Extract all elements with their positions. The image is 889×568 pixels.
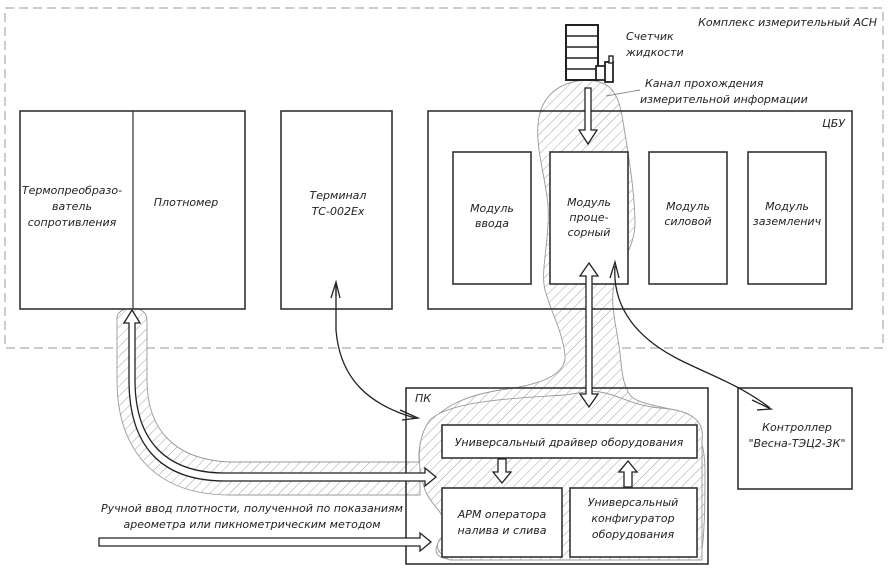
arrow-pc-to-densitometer [122,308,438,488]
arrow-configurator-to-driver [617,459,639,488]
module-power-label-2: силовой [664,215,711,228]
module-ground-label-1: Модуль [765,200,809,213]
controller-block [737,387,853,490]
thermo-label-3: сопротивления [28,216,117,229]
module-ground-label-2: заземленич [753,215,822,228]
channel-leader-line [605,89,641,97]
arm-block [441,487,563,558]
cbu-label: ЦБУ [822,117,846,130]
controller-label-2: "Весна-ТЭЦ2-3К" [748,437,845,450]
thermo-label-2: ватель [52,200,92,213]
arrow-counter-to-processor [577,87,599,146]
manual-input-label-2: ареометра или пикнометрическим методом [124,518,381,531]
controller-label-1: Контроллер [762,421,832,434]
pc-arrowhead-terminal [399,409,421,421]
arm-label-2: налива и слива [458,524,547,537]
counter-label-1: Счетчик [626,30,674,43]
arrow-driver-to-arm [491,458,513,485]
module-power [648,151,728,285]
module-power-label-1: Модуль [666,200,710,213]
cbu-block [427,110,853,310]
driver-block [441,424,698,459]
module-processor-label-3: сорный [568,226,611,239]
controller-arrowhead [751,399,774,411]
terminal-label-1: Терминал [310,189,367,202]
module-processor-label-2: проце- [569,211,608,224]
arrow-manual-input [98,531,433,553]
counter-label-2: жидкости [625,46,684,59]
terminal-arrowhead [330,279,341,299]
module-input-label-2: ввода [475,217,509,230]
channel-label-2: измерительной информации [640,93,808,106]
pc-label: ПК [415,392,432,405]
configurator-label-3: оборудования [592,528,675,541]
arrow-processor-to-controller [614,265,771,409]
arrow-processor-pc [578,261,600,409]
configurator-label-2: конфигуратор [591,512,674,525]
driver-label: Универсальный драйвер оборудования [455,436,684,449]
densitometer-label: Плотномер [154,196,218,209]
thermo-label-1: Термопреобразо- [22,184,122,197]
channel-label-1: Канал прохождения [645,77,764,90]
module-input [452,151,532,285]
arm-label-1: АРМ оператора [457,508,547,521]
manual-input-label-1: Ручной ввод плотности, полученной по пок… [101,502,403,515]
arrow-pc-to-terminal [335,285,416,419]
complex-label: Комплекс измерительный АСН [698,16,877,29]
terminal-label-2: ТС-002Ех [312,205,365,218]
density-channel-zone [116,307,421,496]
module-ground [747,151,827,285]
module-input-label-1: Модуль [470,202,514,215]
processor-arrowhead [609,259,620,279]
module-processor-label-1: Модуль [567,196,611,209]
configurator-label-1: Универсальный [588,496,679,509]
complex-boundary [4,7,884,349]
liquid-counter-icon [565,24,614,83]
configurator-block [569,487,698,558]
